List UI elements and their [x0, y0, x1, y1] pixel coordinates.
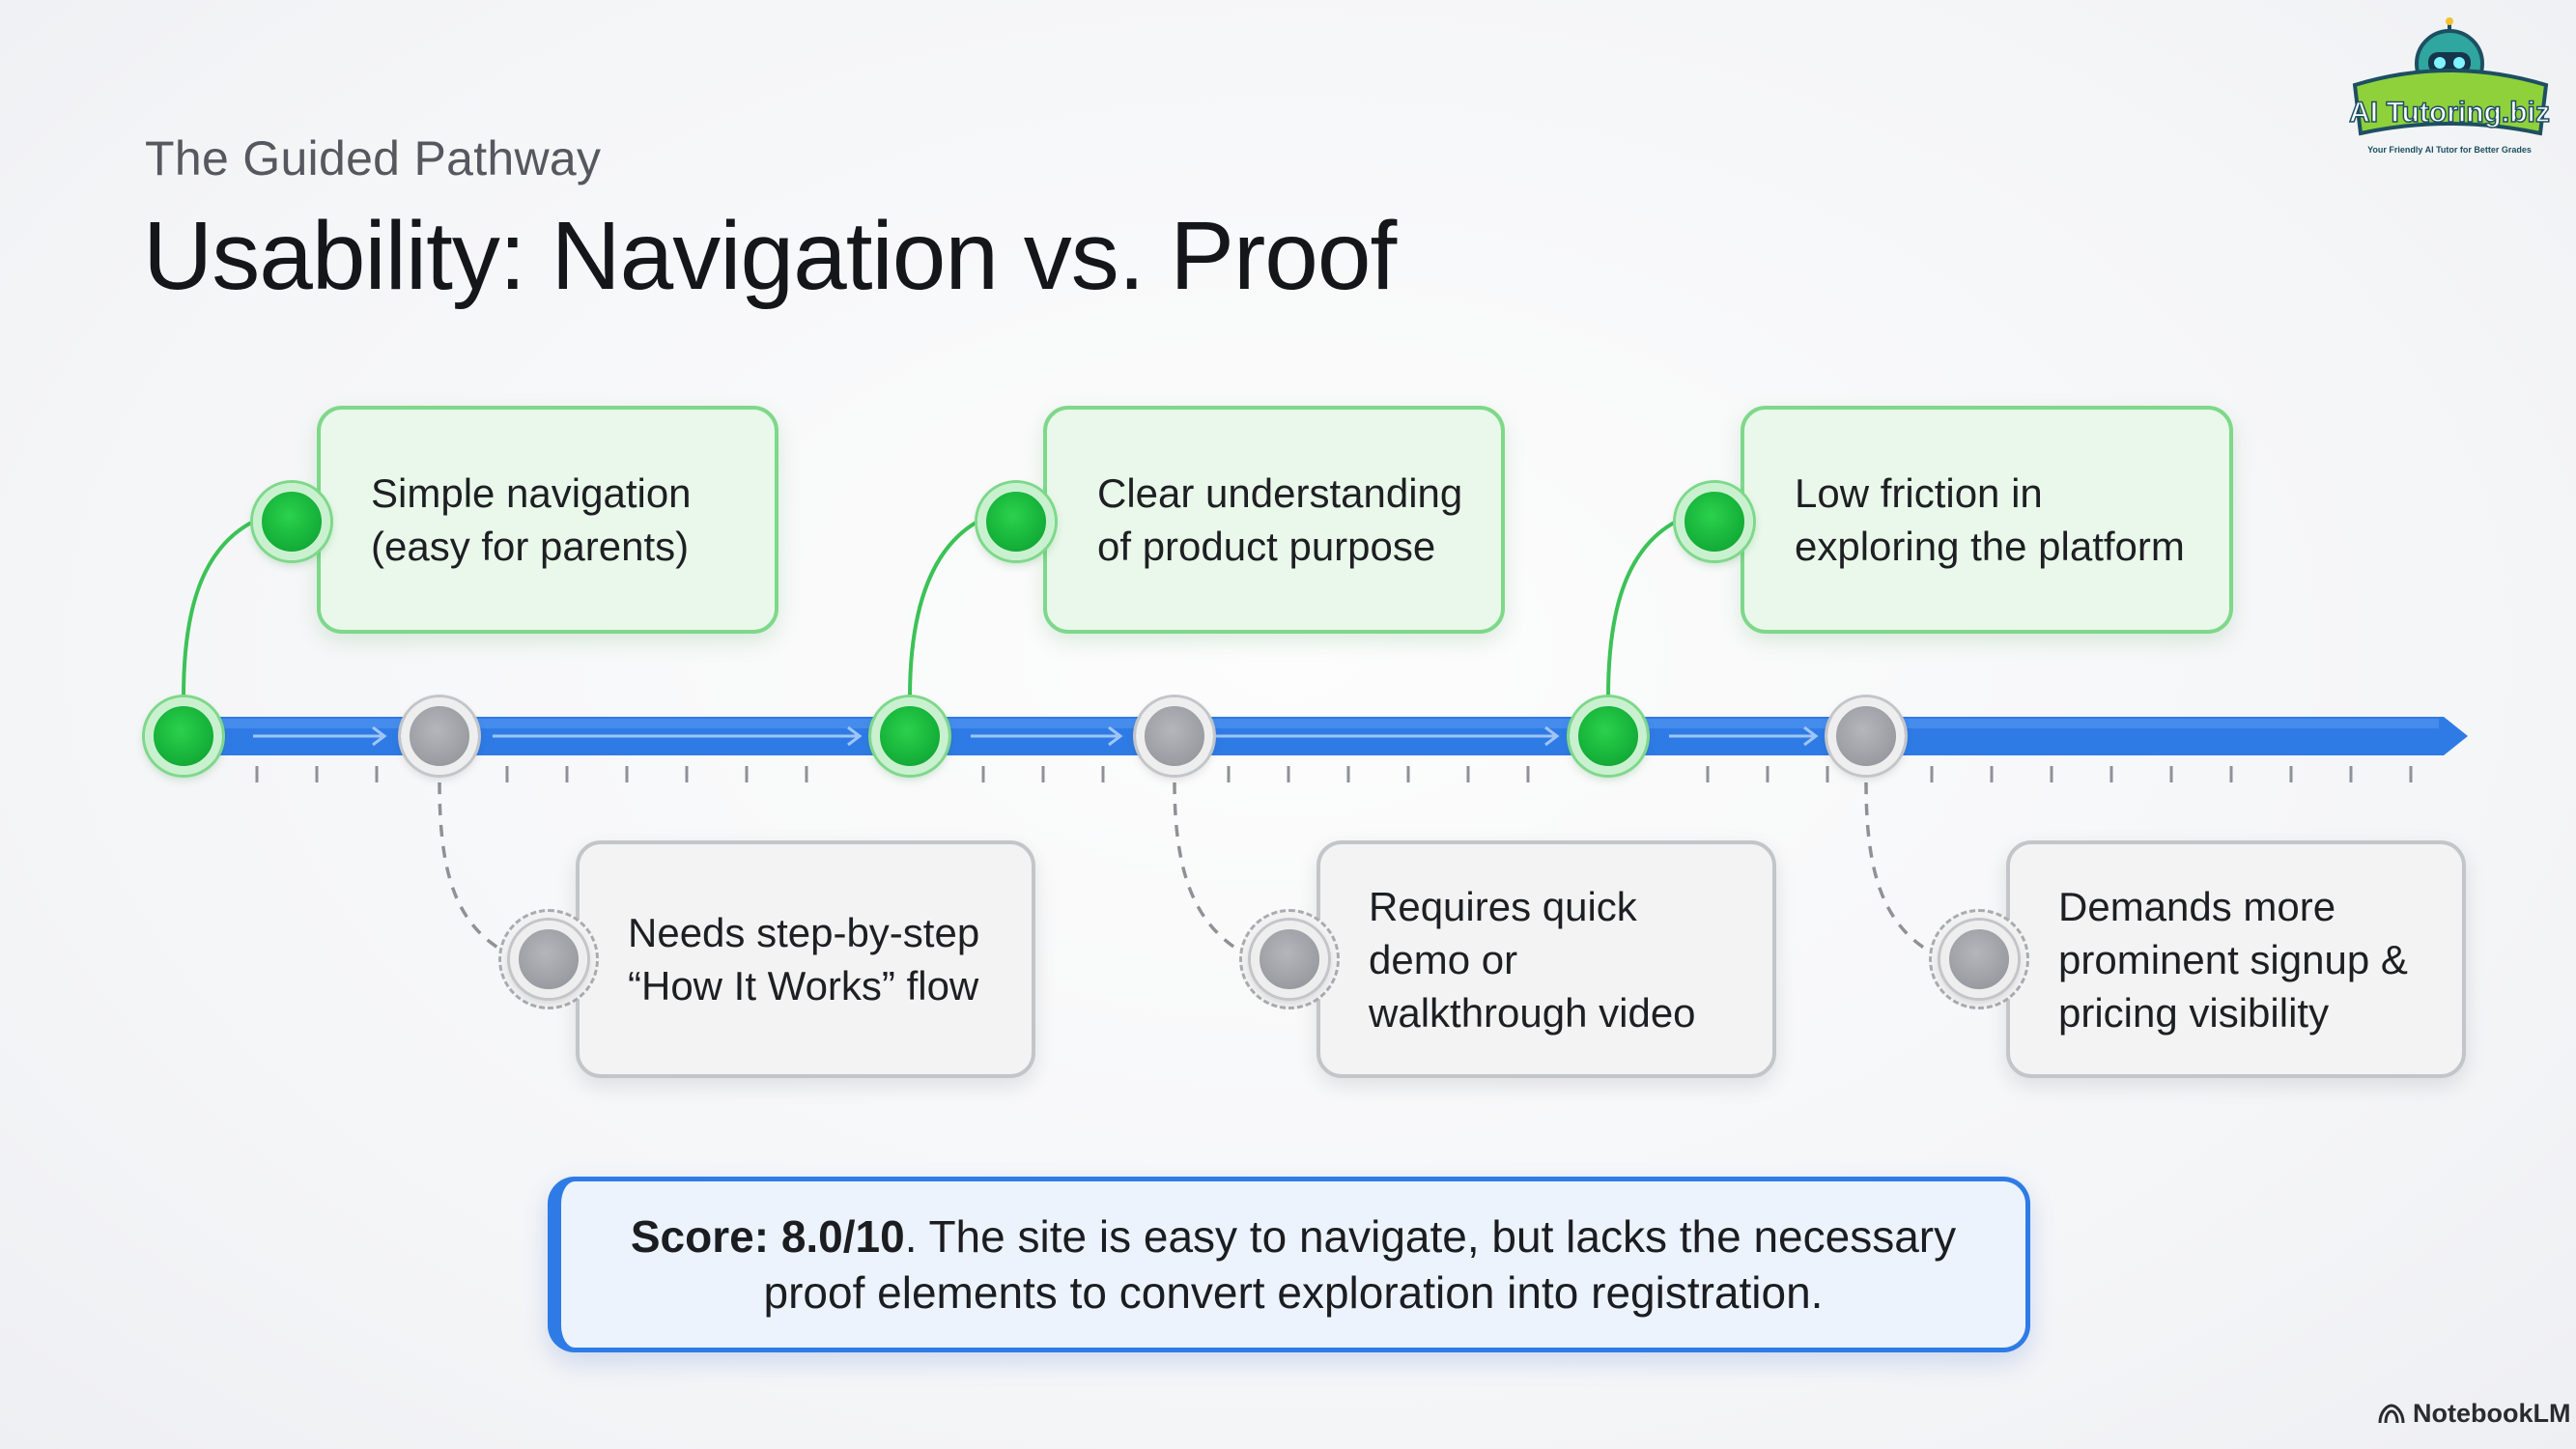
timeline-arrows: [253, 725, 1819, 747]
score-callout: Score: 8.0/10. The site is easy to navig…: [548, 1177, 2030, 1352]
gap-card-text: Requires quick demo or walkthrough video: [1369, 883, 1696, 1036]
strength-marker-1: [253, 483, 330, 560]
gap-marker-2: [1251, 921, 1328, 998]
gap-card-3: Demands more prominent signup & pricing …: [2006, 840, 2466, 1078]
strength-card-text: Simple navigation (easy for parents): [371, 470, 692, 569]
gap-card-1: Needs step-by-step “How It Works” flow: [576, 840, 1035, 1078]
timeline-ticks: [255, 766, 2413, 782]
strength-card-3: Low friction in exploring the platform: [1741, 406, 2233, 634]
strength-card-1: Simple navigation (easy for parents): [317, 406, 778, 634]
logo-text: AI Tutoring.biz: [2349, 97, 2550, 128]
strength-marker-2: [977, 483, 1055, 560]
logo-tagline: Your Friendly AI Tutor for Better Grades: [2367, 145, 2532, 155]
gap-marker-3: [1940, 921, 2018, 998]
timeline-node-gap-1: [401, 697, 478, 775]
strength-card-2: Clear understanding of product purpose: [1043, 406, 1505, 634]
gap-connectors: [438, 781, 1931, 953]
page-title: Usability: Navigation vs. Proof: [143, 202, 1397, 310]
timeline-node-gap-3: [1827, 697, 1905, 775]
notebooklm-icon: [2378, 1403, 2405, 1423]
strength-card-text: Low friction in exploring the platform: [1795, 470, 2185, 569]
gap-card-2: Requires quick demo or walkthrough video: [1316, 840, 1776, 1078]
gap-card-text: Demands more prominent signup & pricing …: [2058, 883, 2408, 1036]
timeline-node-strength-1: [145, 697, 222, 775]
notebooklm-label: NotebookLM: [2413, 1399, 2571, 1428]
subtitle: The Guided Pathway: [145, 131, 602, 185]
timeline-node-gap-2: [1136, 697, 1213, 775]
timeline-bar-highlight: [184, 719, 2439, 728]
gap-marker-1: [510, 921, 587, 998]
timeline-node-strength-2: [871, 697, 948, 775]
strength-connectors: [182, 520, 1677, 698]
notebooklm-badge: NotebookLM: [2378, 1399, 2570, 1429]
strength-card-text: Clear understanding of product purpose: [1097, 470, 1463, 569]
timeline-node-strength-3: [1570, 697, 1647, 775]
score-label: Score: 8.0/10: [630, 1211, 905, 1262]
aitutoring-logo: AI Tutoring.biz Your Friendly AI Tutor f…: [2348, 17, 2551, 155]
strength-marker-3: [1676, 483, 1753, 560]
score-text: . The site is easy to navigate, but lack…: [763, 1211, 1957, 1318]
gap-card-text: Needs step-by-step “How It Works” flow: [628, 910, 980, 1009]
